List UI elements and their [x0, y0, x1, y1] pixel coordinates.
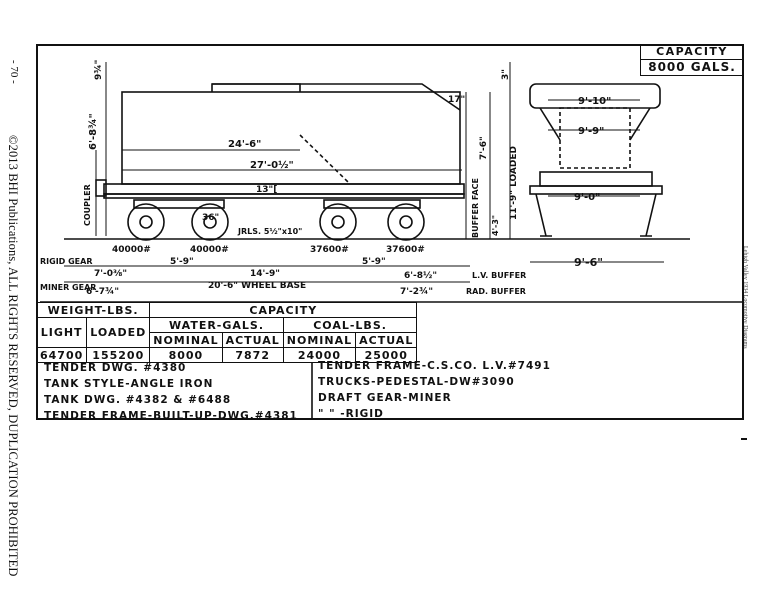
tender-frame — [103, 183, 465, 195]
dim-tank-height: 6'-8¾" — [88, 113, 99, 150]
dim-5-9-a: 5'-9" — [170, 257, 194, 267]
coal-header: COAL-LBS. — [282, 317, 418, 333]
loaded-header: LOADED — [86, 317, 151, 348]
frame-channel — [103, 193, 465, 199]
rigid-gear-label: RIGID GEAR — [40, 257, 93, 266]
note-rigid: " " -RIGID — [318, 408, 384, 420]
load-2: 40000# — [190, 245, 229, 255]
dim-5-9-b: 5'-9" — [362, 257, 386, 267]
end-dim-9-10: 9'-10" — [578, 96, 611, 107]
coal-actual: 25000 — [355, 347, 418, 363]
end-dim-9-6: 9'-6" — [574, 256, 603, 269]
coal-nominal: 24000 — [282, 347, 357, 363]
buffer-face-label: BUFFER FACE — [471, 178, 480, 238]
water-actual: 7872 — [221, 347, 284, 363]
dim-len-27: 27'-0½" — [250, 160, 294, 171]
note-tender-dwg: TENDER DWG. #4380 — [44, 362, 187, 374]
water-nominal: 8000 — [149, 347, 223, 363]
water-header: WATER-GALS. — [149, 317, 284, 333]
coal-nominal-header: NOMINAL — [282, 332, 357, 348]
load-1: 40000# — [112, 245, 151, 255]
end-view-tank — [559, 107, 631, 169]
dim-17: 17" — [448, 95, 465, 105]
end-dim-9-0: 9'-0" — [574, 192, 600, 203]
capacity-title: CAPACITY — [641, 45, 743, 60]
dim-rigid-7: 7'-0⅜" — [94, 269, 127, 279]
truck-rear — [323, 199, 421, 209]
loaded-weight: 155200 — [86, 347, 151, 363]
dim-6-8: 6'-8½" — [404, 270, 437, 281]
channel-label: 13"[ — [256, 185, 277, 195]
note-draft-gear: DRAFT GEAR-MINER — [318, 392, 452, 404]
dim-len-24: 24'-6" — [228, 139, 261, 150]
weight-capacity-table: WEIGHT-LBS. CAPACITY LIGHT LOADED WATER-… — [35, 302, 418, 363]
buffer-face-dim: 4'-3" — [491, 215, 500, 236]
water-nominal-header: NOMINAL — [149, 332, 223, 348]
dim-miner-6: 6'-7¾" — [86, 287, 119, 297]
capacity-box: CAPACITY 8000 GALS. — [640, 44, 744, 76]
lv-buffer: L.V. BUFFER — [472, 271, 526, 280]
note-tank-style: TANK STYLE-ANGLE IRON — [44, 378, 214, 390]
tank-coal-slope — [212, 83, 461, 111]
capacity-header: CAPACITY — [149, 302, 418, 318]
light-header: LIGHT — [35, 317, 88, 348]
end-view-frame — [539, 171, 653, 187]
note-trucks: TRUCKS-PEDESTAL-DW#3090 — [318, 376, 515, 388]
load-3: 37600# — [310, 245, 349, 255]
notes-right: TENDER FRAME-C.S.CO. L.V.#7491 TRUCKS-PE… — [318, 358, 551, 422]
load-4: 37600# — [386, 245, 425, 255]
truck-front — [133, 199, 225, 209]
coupler-label: COUPLER — [83, 184, 92, 226]
notes-left: TENDER DWG. #4380 TANK STYLE-ANGLE IRON … — [44, 360, 298, 424]
wheel-1 — [127, 203, 165, 241]
capacity-value: 8000 GALS. — [648, 60, 736, 74]
weight-header: WEIGHT-LBS. — [35, 302, 151, 318]
note-tank-dwg: TANK DWG. #4382 & #6488 — [44, 394, 232, 406]
wheel-diameter: 36" — [202, 213, 219, 223]
light-weight: 64700 — [35, 347, 88, 363]
rad-buffer: RAD. BUFFER — [466, 287, 526, 296]
height-total: 11'-9" LOADED — [509, 146, 519, 220]
note-frame-csco: TENDER FRAME-C.S.CO. L.V.#7491 — [318, 360, 551, 372]
wheel-base: 20'-6" WHEEL BASE — [208, 281, 306, 291]
water-actual-header: ACTUAL — [221, 332, 284, 348]
note-tender-frame: TENDER FRAME-BUILT-UP-DWG.#4381 — [44, 410, 298, 422]
dim-7-6: 7'-6" — [479, 136, 489, 160]
dim-7-2: 7'-2¾" — [400, 287, 433, 297]
dim-14-9: 14'-9" — [250, 269, 280, 279]
margin-mark — [741, 438, 747, 440]
diagram-frame — [36, 44, 744, 420]
wheel-3 — [319, 203, 357, 241]
dim-3: 3" — [501, 69, 511, 80]
dim-height-top: 9¾" — [94, 60, 104, 80]
wheel-4 — [387, 203, 425, 241]
journals-label: JRLS. 5½"x10" — [237, 226, 302, 236]
coal-actual-header: ACTUAL — [355, 332, 418, 348]
coal-board — [299, 134, 349, 183]
tank-hatch — [211, 83, 301, 92]
miner-gear-label: MINER GEAR — [40, 283, 96, 292]
end-dim-9-9: 9'-9" — [578, 126, 604, 137]
wheel-2 — [191, 203, 229, 241]
